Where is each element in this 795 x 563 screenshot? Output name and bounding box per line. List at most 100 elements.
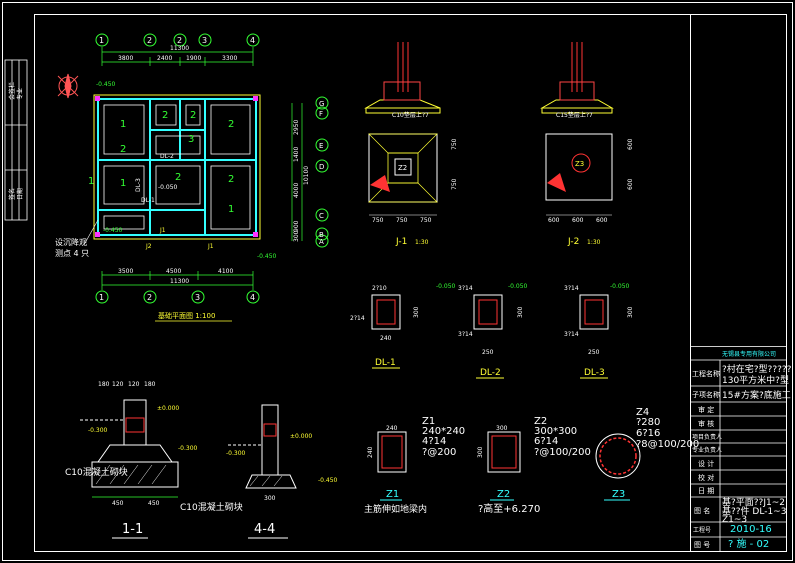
beam-label-1: DL-1: [141, 197, 155, 204]
room-label-3: 3: [188, 134, 194, 145]
tb-project-no: 2010-16: [730, 524, 772, 535]
j2-dim-2: 600: [596, 217, 608, 224]
tb-drawing-value-1: 基??件 DL-1~3: [722, 505, 786, 517]
j1-zone: Z2: [398, 164, 407, 172]
axis-bottom-2: 2: [147, 293, 152, 302]
room-label-1: 2: [162, 110, 168, 121]
dim-right-2: 4000: [293, 183, 300, 198]
plan-elev-1: -0.450: [103, 227, 123, 234]
room-label-5: 2: [120, 144, 126, 155]
dl1-height: 300: [413, 306, 420, 318]
tb-row-0: 审 定: [698, 405, 714, 414]
tb-project-no-label: 工程号: [693, 526, 711, 534]
j1-dim-0: 750: [372, 217, 384, 224]
left-margin-strip: [4, 59, 28, 221]
dim-bottom-2: 4100: [218, 268, 233, 275]
j1-side-dim-1: 750: [451, 178, 458, 190]
axis-right-c: C: [319, 212, 324, 220]
z1-w: 240: [386, 425, 398, 432]
tb-header: 无锡县专用有限公司: [722, 350, 776, 358]
margin-label-0: 会签栏: [8, 82, 16, 100]
j1-caption: J-1: [395, 237, 407, 247]
j1-side-dim-0: 750: [451, 138, 458, 150]
z4-bars: 6?16: [636, 428, 660, 439]
plan-annotation-0: 设沉降观: [55, 237, 87, 247]
dim-bottom-0: 3500: [118, 268, 133, 275]
axis-bottom-3: 3: [195, 293, 200, 302]
z2-bars: 6?14: [534, 436, 558, 447]
dl2-bottom: 3?14: [458, 331, 473, 338]
plan-elev-0: -0.450: [96, 81, 116, 88]
dl2-level: -0.050: [508, 283, 528, 290]
room-label-0: 1: [120, 119, 126, 130]
tb-row-6: 日 期: [698, 487, 714, 495]
margin-label-1: 专业: [16, 88, 24, 100]
beam-dl2: 3?14 3?14 -0.050 250 300 DL-2: [458, 283, 528, 379]
tb-drawing-label: 图 名: [694, 506, 710, 515]
z1-id: Z1: [422, 416, 435, 427]
dim-top-3: 3300: [222, 55, 237, 62]
column-note-0: 主筋伸如地梁内: [364, 503, 427, 515]
margin-label-2: 签名: [8, 188, 16, 200]
tb-row-5: 校 对: [698, 473, 714, 482]
title-block: [690, 346, 787, 552]
j1-dim-2: 750: [420, 217, 432, 224]
w1-caption: 1-1: [122, 522, 143, 537]
beam-dl3: 3?14 3?14 -0.050 250 300 DL-3: [564, 283, 634, 379]
dl2-width: 250: [482, 349, 494, 356]
beam-label-4: J1: [207, 243, 214, 250]
j1-scale: 1:30: [415, 239, 429, 246]
tb-sub-value: 15#方案?底施工: [722, 389, 791, 401]
z1-h: 240: [367, 446, 374, 458]
beam-label-2: DL-3: [135, 178, 142, 192]
beam-label-5: J2: [145, 243, 152, 250]
j2-zone: Z3: [575, 160, 584, 168]
dim-total-right: 10100: [303, 166, 310, 185]
plan-annotation-1: 测点 4 只: [55, 249, 89, 258]
room-label-10: 1: [228, 204, 234, 215]
z2-caption: Z2: [497, 489, 510, 500]
room-label-4: 2: [228, 119, 234, 130]
dim-top-1: 2400: [157, 55, 172, 62]
margin-label-3: 日期: [16, 188, 24, 200]
z2-size: 300*300: [534, 426, 577, 437]
z1-stirrup: ?@200: [422, 447, 456, 458]
j2-side-dim-1: 600: [627, 178, 634, 190]
tb-sub-label: 子项名称: [692, 390, 720, 399]
axis-right-d: D: [319, 163, 324, 171]
z4-caption: Z3: [612, 489, 625, 500]
dim-top-0: 3800: [118, 55, 133, 62]
column-z2: Z2 300*300 6?14 ?@100/200 300 300 Z2: [477, 416, 591, 501]
room-label-2: 2: [190, 110, 196, 121]
tb-drawing-no: ? 施 - 02: [728, 537, 769, 550]
beam-dl1: 2?10 2?14 -0.050 240 300 DL-1: [350, 283, 456, 369]
axis-right-b: B: [319, 231, 324, 239]
dl3-width: 250: [588, 349, 600, 356]
dim-right-1: 1400: [293, 147, 300, 162]
dl1-caption: DL-1: [375, 358, 396, 368]
w1-dim-0: 450: [112, 500, 124, 507]
z4-stirrup: ?8@100/200: [636, 439, 699, 450]
dl1-label: 2?10: [372, 285, 387, 292]
dl1-level: -0.050: [436, 283, 456, 290]
dim-top-2: 1900: [186, 55, 201, 62]
w1-elev-1: -0.300: [88, 427, 108, 434]
z2-h: 300: [477, 446, 484, 458]
tb-drawing-value-2: Z1~3: [722, 515, 747, 525]
j2-side-dim-0: 600: [627, 138, 634, 150]
foundation-plan: 1 2 2 3 4 1 2 3 4 G F E D C B A 11300 3: [55, 33, 329, 322]
dim-right-3: 900: [293, 220, 300, 232]
dl3-bottom: 3?14: [564, 331, 579, 338]
z4-id: Z4: [636, 407, 649, 418]
beam-label-0: DL-2: [160, 153, 174, 160]
dim-right-4: 300: [293, 230, 300, 242]
axis-right-a: A: [319, 238, 324, 246]
dim-right-0: 2950: [293, 120, 300, 135]
dim-total-bottom: 11300: [170, 278, 189, 285]
w4-note: C10混凝土砌块: [180, 501, 243, 513]
axis-right-e: E: [319, 142, 323, 150]
axis-top-3b: 3: [202, 36, 207, 45]
dl3-height: 300: [627, 306, 634, 318]
w1-elev-0: ±0.000: [157, 405, 179, 412]
